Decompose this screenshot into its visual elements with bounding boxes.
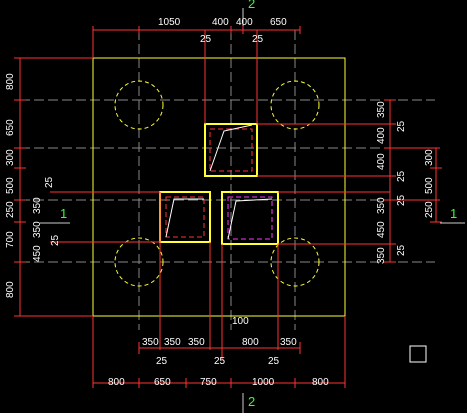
- dim-top-400a: 400: [212, 17, 229, 28]
- axis-label-1-left: 1: [60, 206, 67, 221]
- dim-top-1050: 1050: [158, 17, 181, 28]
- axis-label-1-right: 1: [450, 206, 457, 221]
- dim-top-25b: 25: [252, 34, 264, 45]
- dim-bottom-350a: 350: [142, 337, 159, 348]
- reference-lines: [20, 30, 435, 330]
- dim-bottom-800a: 800: [108, 377, 125, 388]
- dim-left-800: 800: [5, 73, 16, 90]
- dim-top-400b: 400: [236, 17, 253, 28]
- dim-left-300: 300: [5, 149, 16, 166]
- dim-right-400b: 400: [376, 153, 387, 170]
- column-top: [204, 123, 258, 177]
- dim-right-25c: 25: [396, 194, 407, 206]
- dim-bottom-800: 800: [242, 337, 259, 348]
- axis-label-2-top: 2: [248, 0, 255, 11]
- dim-bottom-750: 750: [200, 377, 217, 388]
- dim-bottom-25c: 25: [268, 356, 280, 367]
- dim-right-350a: 350: [376, 101, 387, 118]
- dimension-chain-top: [92, 26, 301, 58]
- dim-bottom-650: 650: [154, 377, 171, 388]
- dim-left-250: 250: [5, 201, 16, 218]
- dim-bottom-25b: 25: [214, 356, 226, 367]
- dim-bottom-100: 100: [232, 316, 249, 327]
- dim-left-350a: 350: [32, 197, 43, 214]
- dim-top-25a: 25: [200, 34, 212, 45]
- dim-bottom-1000: 1000: [252, 377, 275, 388]
- column-right: [221, 191, 279, 245]
- dim-left-800b: 800: [5, 281, 16, 298]
- dim-left-650: 650: [5, 119, 16, 136]
- dim-left-350b: 350: [32, 221, 43, 238]
- dim-left-25b: 25: [50, 234, 61, 246]
- dim-right-25a: 25: [396, 120, 407, 132]
- dim-bottom-350d: 350: [280, 337, 297, 348]
- dim-bottom-25a: 25: [156, 356, 168, 367]
- dim-left-500: 500: [5, 177, 16, 194]
- dimension-chain-left: [14, 57, 93, 317]
- dim-right-500: 500: [424, 177, 435, 194]
- dimension-chain-right: [384, 99, 442, 263]
- dimension-leaders: [50, 30, 390, 360]
- dimension-chain-bottom: [92, 316, 346, 388]
- dim-top-650: 650: [270, 17, 287, 28]
- dim-bottom-350b: 350: [164, 337, 181, 348]
- dim-bottom-800b: 800: [312, 377, 329, 388]
- dim-left-25a: 25: [44, 176, 55, 188]
- dim-right-300: 300: [424, 149, 435, 166]
- dim-right-400a: 400: [376, 127, 387, 144]
- dim-right-350b: 350: [376, 197, 387, 214]
- pile-cap-outline: [92, 57, 346, 317]
- view-cube-icon: [409, 345, 427, 363]
- dim-left-700: 700: [5, 231, 16, 248]
- dim-right-450: 450: [376, 221, 387, 238]
- axis-lines: [40, 8, 465, 413]
- dim-right-250: 250: [424, 201, 435, 218]
- dim-right-25d: 25: [396, 244, 407, 256]
- dim-right-25b: 25: [396, 170, 407, 182]
- dim-left-450: 450: [32, 245, 43, 262]
- pile-circles: [114, 80, 320, 287]
- axis-label-2-bottom: 2: [248, 394, 255, 409]
- dim-bottom-350c: 350: [188, 337, 205, 348]
- dim-right-350c: 350: [376, 247, 387, 264]
